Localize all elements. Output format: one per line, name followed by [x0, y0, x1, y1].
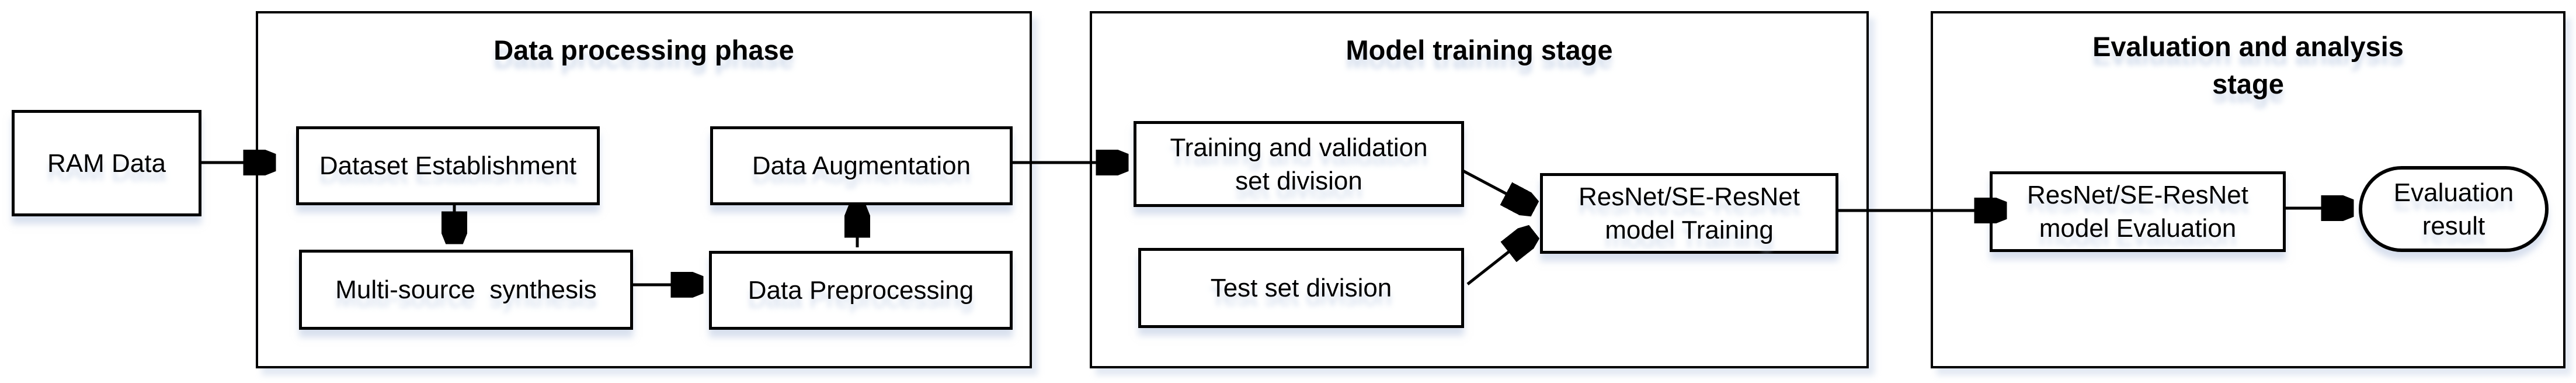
node-resnet-model-evaluation: ResNet/SE-ResNet model Evaluation — [1990, 171, 2286, 252]
node-resnet-model-training-label: ResNet/SE-ResNet model Training — [1578, 182, 1800, 244]
node-data-preprocessing: Data Preprocessing — [709, 251, 1013, 330]
group-data-processing-phase: Data processing phase Dataset Establishm… — [256, 11, 1032, 368]
node-resnet-model-training: ResNet/SE-ResNet model Training — [1540, 173, 1838, 254]
node-ram-data-label: RAM Data — [47, 149, 166, 178]
node-evaluation-result: Evaluation result — [2359, 166, 2549, 252]
node-dataset-establishment-label: Dataset Establishment — [319, 151, 577, 180]
node-resnet-model-evaluation-label: ResNet/SE-ResNet model Evaluation — [2026, 181, 2248, 243]
node-data-augmentation-label: Data Augmentation — [752, 151, 971, 180]
node-multi-source-synthesis-label: Multi-source synthesis — [335, 275, 597, 304]
node-test-set-division: Test set division — [1138, 248, 1464, 328]
group-model-training-title: Model training stage — [1346, 34, 1613, 65]
node-multi-source-synthesis: Multi-source synthesis — [299, 250, 633, 330]
node-ram-data: RAM Data — [12, 110, 201, 216]
node-data-augmentation: Data Augmentation — [710, 126, 1013, 205]
node-training-validation-set-division: Training and validation set division — [1134, 121, 1464, 207]
node-data-preprocessing-label: Data Preprocessing — [748, 276, 974, 305]
group-evaluation-analysis-stage: Evaluation and analysis stage ResNet/SE-… — [1931, 11, 2565, 368]
group-model-training-stage: Model training stage Training and valida… — [1090, 11, 1869, 368]
group-data-processing-title: Data processing phase — [493, 34, 794, 65]
node-training-validation-set-division-label: Training and validation set division — [1170, 133, 1428, 195]
node-dataset-establishment: Dataset Establishment — [296, 126, 600, 205]
node-evaluation-result-label: Evaluation result — [2393, 178, 2514, 240]
node-test-set-division-label: Test set division — [1210, 274, 1392, 302]
group-evaluation-analysis-title: Evaluation and analysis stage — [2092, 31, 2404, 99]
